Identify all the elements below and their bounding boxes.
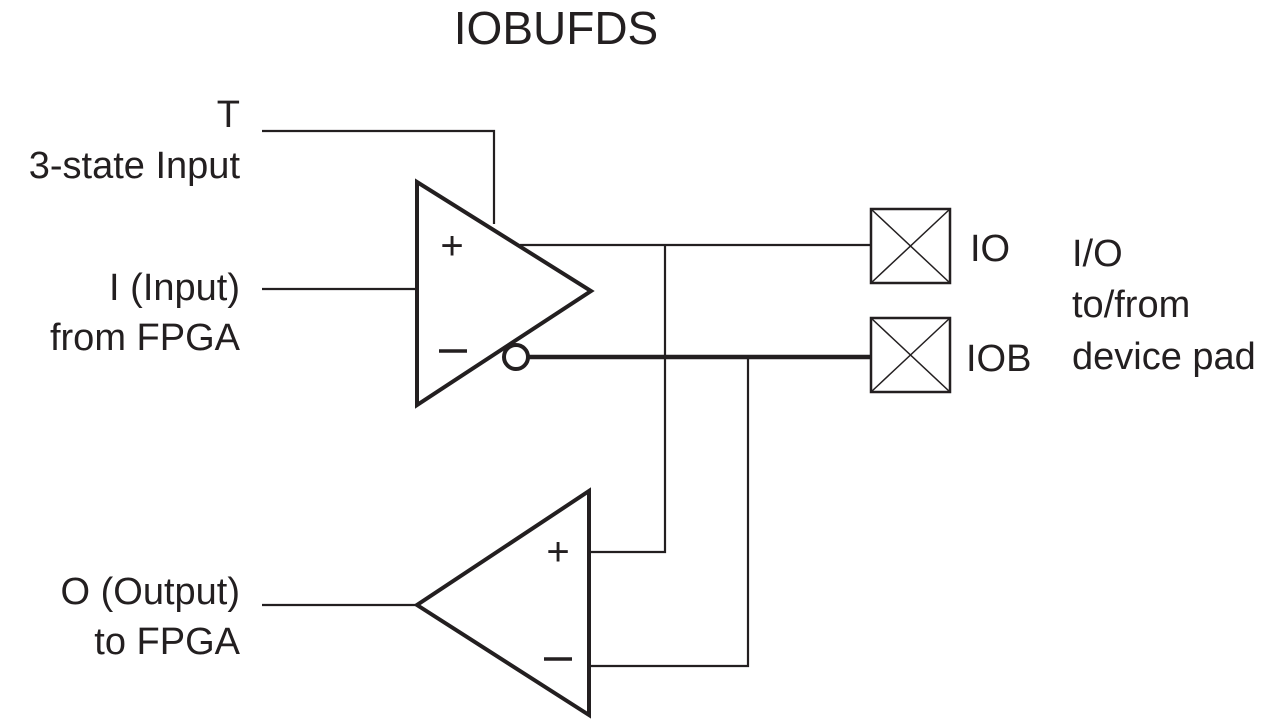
i-sublabel: from FPGA xyxy=(50,317,241,359)
o-sublabel: to FPGA xyxy=(94,621,240,663)
t-label: T xyxy=(217,94,240,136)
driver-plus-sign: + xyxy=(440,224,463,268)
io-pad-icon xyxy=(869,207,952,285)
io-pad-label: IO xyxy=(970,228,1010,270)
io-feedback-wire xyxy=(588,245,667,554)
receiver-plus-sign: + xyxy=(546,530,569,574)
iob-pad-label: IOB xyxy=(966,338,1031,380)
pad-note-line1: I/O xyxy=(1072,233,1123,275)
o-label: O (Output) xyxy=(61,571,241,613)
output-driver-buffer xyxy=(415,178,595,409)
iob-pad-icon xyxy=(869,316,952,394)
t-sublabel: 3-state Input xyxy=(29,145,241,187)
pad-note-line3: device pad xyxy=(1072,336,1256,378)
diagram-title: IOBUFDS xyxy=(454,2,658,54)
inverter-bubble xyxy=(502,343,530,371)
input-receiver-buffer xyxy=(413,487,591,719)
i-label: I (Input) xyxy=(109,267,240,309)
iob-feedback-wire xyxy=(588,357,750,668)
t-wire xyxy=(262,129,496,224)
pad-note-line2: to/from xyxy=(1072,284,1190,326)
